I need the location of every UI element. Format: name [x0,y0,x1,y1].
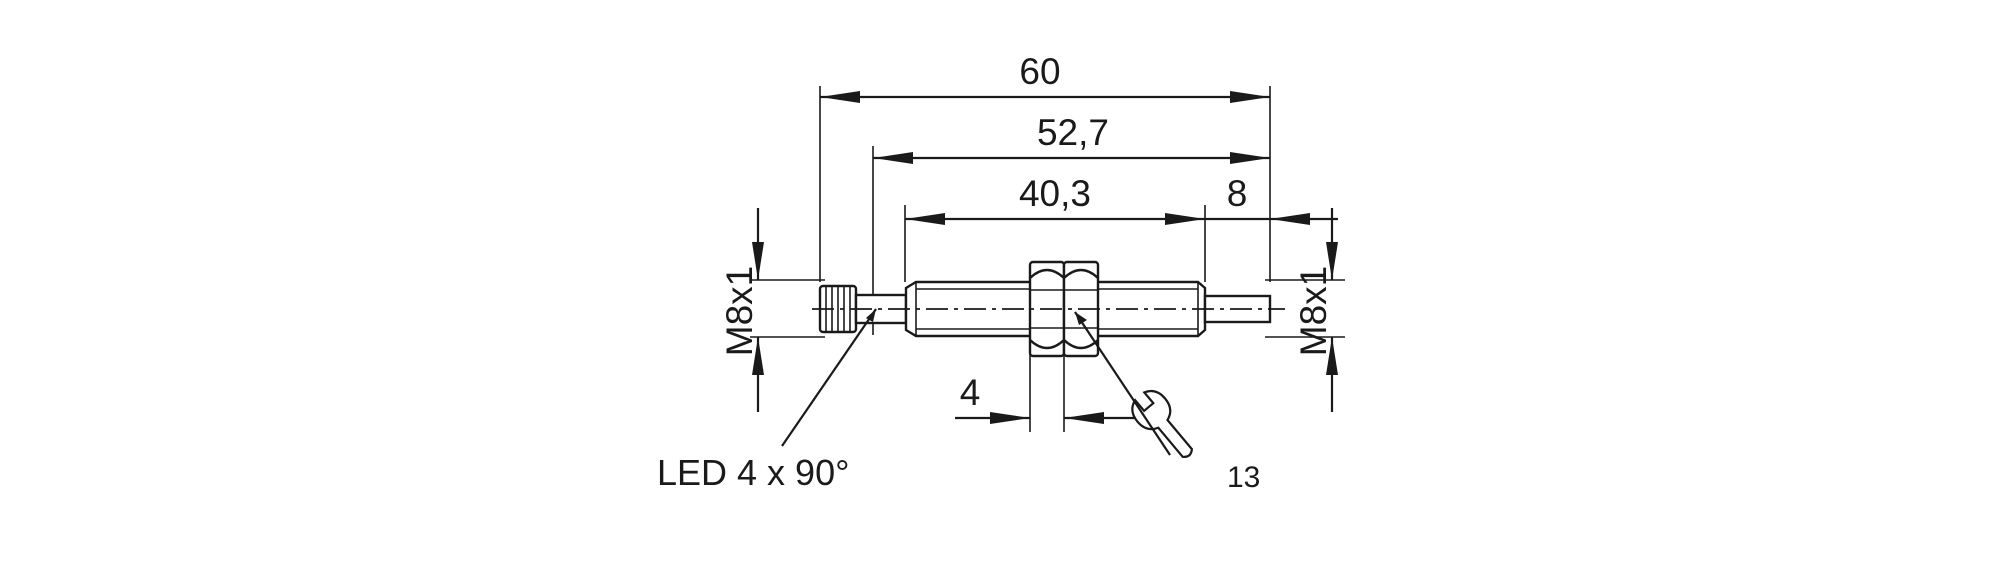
dimension-lines [752,91,1338,424]
dim-nut-width: 4 [960,372,981,413]
dim-body-length: 52,7 [1037,112,1109,153]
dim-left-thread: M8x1 [719,266,760,356]
dim-thread-length: 40,3 [1019,173,1091,214]
leader-lines [781,308,1171,456]
dim-pin-length: 8 [1227,173,1248,214]
sensor-body [812,260,1285,358]
dim-overall-length: 60 [1019,51,1060,92]
led-label: LED 4 x 90° [657,452,850,493]
dim-right-thread: M8x1 [1293,266,1334,356]
wrench-icon [1131,389,1194,458]
wrench-size-label: 13 [1227,461,1260,494]
